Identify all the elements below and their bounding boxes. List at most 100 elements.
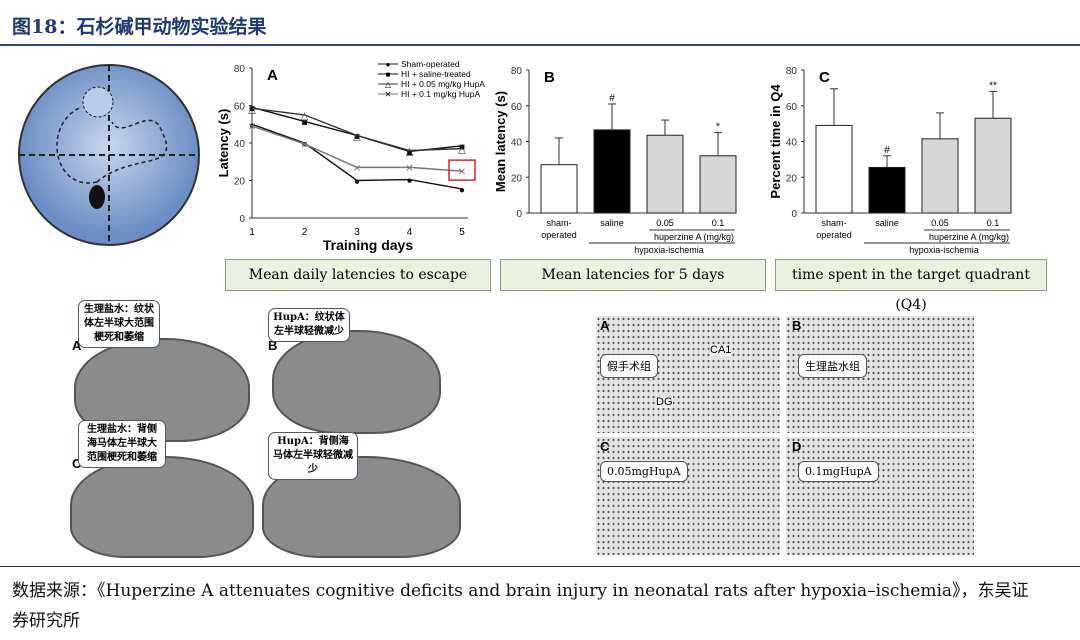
x-tick-label: saline: [600, 218, 624, 228]
brain-section-b: [272, 330, 441, 434]
y-tick-label: 40: [786, 138, 798, 149]
dg-label: DG: [656, 396, 673, 408]
data-point: △: [406, 147, 414, 158]
significance-mark: **: [989, 80, 997, 91]
source-divider: [0, 566, 1080, 567]
hippo-note-d: 0.1mgHupA: [798, 461, 879, 482]
hippo-label-d: D: [792, 439, 802, 454]
hippo-label-b: B: [792, 318, 802, 333]
panel-label: A: [267, 67, 278, 84]
data-point: ●: [354, 177, 360, 188]
bar: [868, 166, 906, 214]
bar: [540, 164, 578, 214]
x-tick-label: 0.05: [931, 218, 949, 228]
group-label: hypoxia-ischemia: [909, 245, 979, 255]
group-label: huperzine A (mg/kg): [929, 232, 1009, 242]
source-line-1: 数据来源：《Huperzine A attenuates cognitive d…: [12, 581, 1029, 601]
data-point: ●: [459, 185, 465, 196]
y-tick-label: 0: [239, 214, 245, 225]
bar: [699, 155, 737, 214]
y-tick-label: 80: [511, 66, 523, 77]
legend-marker: ●: [386, 60, 391, 69]
data-point: ✕: [405, 163, 413, 174]
x-tick-label: operated: [816, 230, 852, 240]
bar: [646, 134, 684, 214]
panel-label: C: [819, 69, 830, 86]
significance-mark: #: [609, 93, 615, 104]
figure-title: 图18：石杉碱甲动物实验结果: [12, 16, 267, 38]
x-tick-label: 1: [249, 227, 255, 238]
data-point: ■: [459, 142, 465, 153]
data-point: ✕: [458, 167, 466, 178]
hippo-note-c: 0.05mgHupA: [600, 461, 688, 482]
series-line-3: [251, 125, 463, 172]
bar: [593, 129, 631, 214]
caption-c: time spent in the target quadrant (Q4): [775, 259, 1047, 313]
water-maze-diagram: [18, 64, 200, 246]
brain-note-b: HupA：纹状体左半球轻微减少: [268, 308, 350, 342]
highlight-box: [448, 159, 476, 181]
x-tick-label: 5: [459, 227, 465, 238]
brain-note-a: 生理盐水：纹状体左半球大范围梗死和萎缩: [78, 300, 160, 348]
brain-label-c: C: [72, 456, 82, 471]
hippo-label-a: A: [600, 318, 610, 333]
bar: [921, 138, 959, 214]
x-tick-label: 0.05: [656, 218, 674, 228]
y-axis-label: Percent time in Q4: [770, 84, 783, 199]
data-point: ■: [354, 132, 360, 143]
caption-a: Mean daily latencies to escape: [225, 259, 491, 291]
data-point: ●: [406, 176, 412, 187]
x-tick-label: 3: [354, 227, 360, 238]
data-point: ■: [301, 117, 307, 128]
title-divider: [0, 44, 1080, 46]
data-point: △: [458, 145, 466, 156]
y-axis-label: Latency (s): [218, 109, 231, 178]
significance-mark: *: [716, 122, 720, 133]
hippo-panel-c: [596, 437, 780, 555]
data-point: △: [353, 132, 361, 143]
brain-label-b: B: [268, 338, 278, 353]
data-point: △: [248, 104, 256, 115]
hippo-note-b: 生理盐水组: [798, 354, 867, 378]
series-line-2: [251, 107, 463, 152]
y-tick-label: 20: [511, 173, 523, 184]
data-point: ✕: [248, 122, 256, 133]
legend-marker: ■: [386, 70, 391, 79]
y-tick-label: 0: [516, 209, 522, 220]
y-tick-label: 60: [234, 102, 246, 113]
brain-note-d: HupA：背侧海马体左半球轻微减少: [268, 432, 358, 480]
y-tick-label: 40: [511, 138, 523, 149]
caption-b: Mean latencies for 5 days: [500, 259, 766, 291]
y-tick-label: 60: [511, 102, 523, 113]
x-tick-label: 2: [302, 227, 308, 238]
data-point: ●: [249, 120, 255, 131]
legend-label: HI + saline-treated: [401, 69, 471, 79]
hippo-panel-d: [786, 437, 974, 555]
y-tick-label: 80: [234, 64, 246, 75]
x-tick-label: 4: [407, 227, 413, 238]
legend-label: Sham-operated: [401, 59, 460, 69]
panel-label: B: [544, 69, 555, 86]
legend-marker: △: [385, 80, 392, 89]
series-line-1: [251, 106, 463, 153]
x-tick-label: 0.1: [987, 218, 1000, 228]
brain-note-c: 生理盐水：背侧海马体左半球大范围梗死和萎缩: [78, 420, 166, 468]
group-label: hypoxia-ischemia: [634, 245, 704, 255]
x-tick-label: sham-: [821, 218, 846, 228]
hippo-note-a: 假手术组: [600, 354, 658, 378]
y-tick-label: 0: [791, 209, 797, 220]
hippo-label-c: C: [600, 439, 610, 454]
x-tick-label: saline: [875, 218, 899, 228]
brain-section-c: [70, 456, 254, 558]
ca1-label: CA1: [710, 344, 732, 356]
data-point: ✕: [353, 163, 361, 174]
data-point: ■: [406, 147, 412, 158]
x-axis-label: Training days: [323, 237, 413, 253]
y-axis-label: Mean latency (s): [495, 91, 508, 192]
legend-label: HI + 0.05 mg/kg HupA: [401, 79, 485, 89]
legend-label: HI + 0.1 mg/kg HupA: [401, 89, 480, 99]
bar: [974, 117, 1012, 214]
